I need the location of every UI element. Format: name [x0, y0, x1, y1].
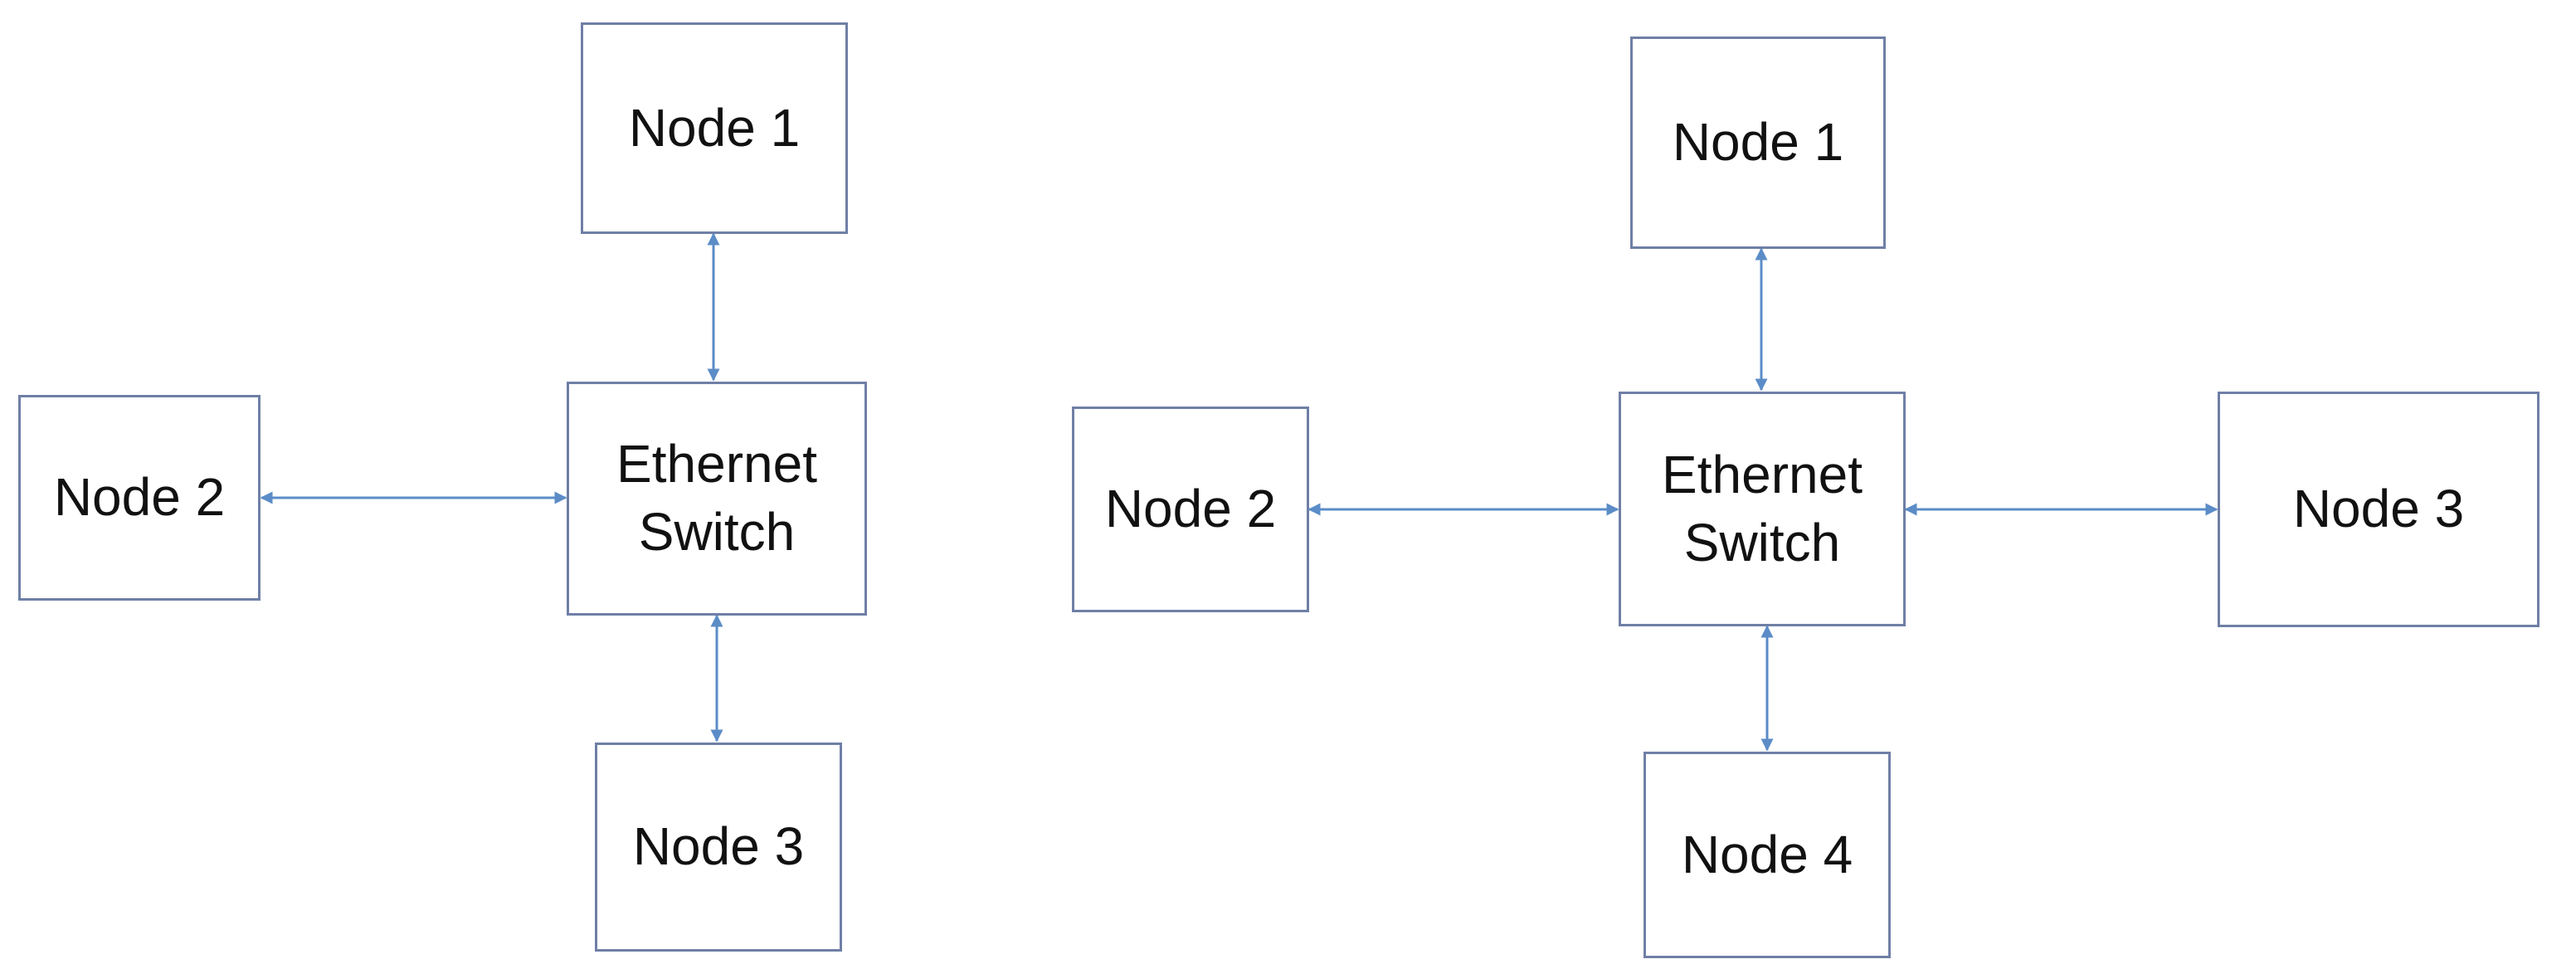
right-node-4-label: Node 4 — [1681, 824, 1853, 884]
right-switch-label-line1: Ethernet — [1662, 444, 1863, 504]
right-switch-label-line2: Switch — [1683, 512, 1841, 572]
left-node-2: Node 2 — [18, 395, 261, 601]
right-node-3: Node 3 — [2218, 392, 2539, 627]
right-node-1: Node 1 — [1630, 37, 1886, 249]
right-node-2: Node 2 — [1072, 407, 1309, 612]
right-node-1-label: Node 1 — [1672, 112, 1844, 173]
right-node-2-label: Node 2 — [1104, 479, 1277, 539]
right-ethernet-switch: Ethernet Switch — [1619, 392, 1906, 626]
left-node-1-label: Node 1 — [628, 97, 801, 158]
left-node-2-label: Node 2 — [53, 467, 226, 528]
left-ethernet-switch: Ethernet Switch — [567, 382, 867, 616]
right-node-3-label: Node 3 — [2292, 479, 2465, 539]
left-switch-label-line1: Ethernet — [616, 434, 817, 494]
left-node-1: Node 1 — [581, 22, 848, 234]
right-node-4: Node 4 — [1643, 752, 1891, 958]
left-node-3-label: Node 3 — [632, 816, 805, 877]
left-node-3: Node 3 — [595, 743, 842, 952]
left-switch-label-line2: Switch — [638, 502, 796, 562]
